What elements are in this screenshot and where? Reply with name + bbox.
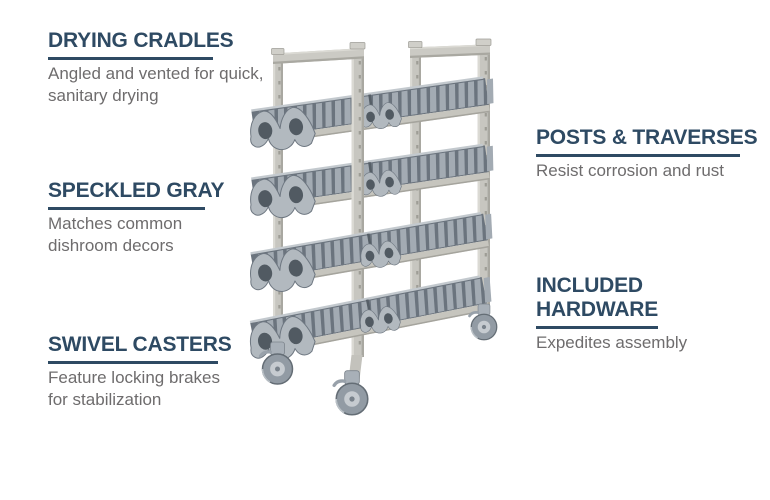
callout-title: SWIVEL CASTERS: [48, 333, 232, 356]
callout-underline: [536, 154, 740, 157]
callout-underline: [48, 57, 213, 60]
cart-top-traverse-left: [273, 48, 364, 64]
callout-speckled-gray: SPECKLED GRAY Matches common dishroom de…: [48, 179, 225, 257]
callout-body: Matches common dishroom decors: [48, 214, 183, 255]
callout-posts-traverses: POSTS & TRAVERSES Resist corrosion and r…: [536, 126, 758, 182]
callout-title: POSTS & TRAVERSES: [536, 126, 758, 149]
callout-underline: [48, 361, 218, 364]
callout-body: Expedites assembly: [536, 333, 688, 352]
cart-top-traverse-right: [410, 44, 490, 58]
callout-title: DRYING CRADLES: [48, 29, 234, 52]
callout-swivel-casters: SWIVEL CASTERS Feature locking brakes fo…: [48, 333, 232, 411]
callout-underline: [536, 326, 658, 329]
drying-cradle-shelf-2: [246, 142, 498, 222]
callout-underline: [48, 207, 205, 210]
callout-drying-cradles: DRYING CRADLES Angled and vented for qui…: [48, 29, 263, 107]
product-image: [246, 25, 504, 440]
swivel-caster-front-left: [332, 368, 370, 417]
callout-included-hardware: INCLUDED HARDWARE Expedites assembly: [536, 274, 687, 354]
callout-title: SPECKLED GRAY: [48, 179, 225, 202]
cart-post-front-left: [351, 48, 364, 357]
callout-body: Angled and vented for quick, sanitary dr…: [48, 64, 264, 105]
cart-post-caps: [271, 38, 492, 55]
callout-title: INCLUDED HARDWARE: [536, 274, 659, 321]
callout-body: Feature locking brakes for stabilization: [48, 368, 220, 409]
callout-body: Resist corrosion and rust: [536, 161, 725, 180]
drying-cradle-cart-illustration: [246, 38, 504, 417]
drying-cradle-shelf-1: [246, 75, 498, 154]
